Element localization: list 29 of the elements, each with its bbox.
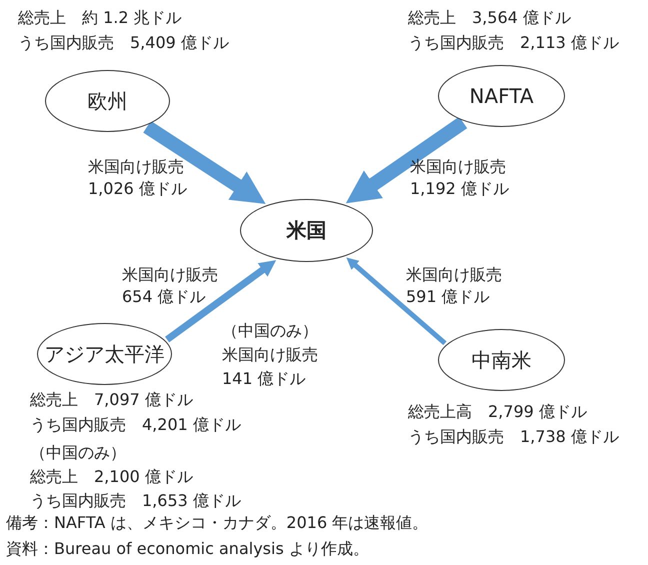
node-caption: うち国内販売 1,653 億ドル — [30, 490, 241, 512]
node-label: 米国 — [286, 217, 326, 244]
node-label: NAFTA — [469, 84, 534, 108]
node-caption: うち国内販売 4,201 億ドル — [30, 414, 241, 436]
node-caption: 総売上 7,097 億ドル — [30, 389, 193, 411]
node-caption: 総売上 3,564 億ドル — [408, 7, 571, 29]
node-caption: うち国内販売 1,738 億ドル — [408, 426, 619, 448]
node-caption: （中国のみ） — [30, 442, 126, 464]
arrow — [346, 116, 468, 204]
node-label: 中南米 — [472, 346, 532, 374]
edge-label: 米国向け販売 1,192 億ドル — [410, 156, 510, 200]
arrow — [165, 260, 276, 342]
text-label: 141 億ドル — [222, 368, 306, 390]
text-label: （中国のみ） — [222, 320, 318, 342]
node-caption: 総売上 2,100 億ドル — [30, 466, 193, 488]
note-text: 資料：Bureau of economic analysis より作成。 — [6, 538, 369, 560]
edge-label: 米国向け販売 591 億ドル — [406, 264, 503, 308]
text-label: 米国向け販売 — [222, 344, 318, 366]
node-label: アジア太平洋 — [44, 340, 164, 368]
note-text: 備考：NAFTA は、メキシコ・カナダ。2016 年は速報値。 — [6, 512, 428, 534]
node-caption: 総売上 約 1.2 兆ドル — [18, 7, 182, 29]
arrow — [143, 120, 266, 204]
arrow — [346, 258, 447, 346]
node-caption: 総売上高 2,799 億ドル — [408, 401, 587, 423]
node-label: 欧州 — [88, 88, 128, 114]
edge-label: 米国向け販売 654 億ドル — [122, 264, 219, 308]
node-caption: うち国内販売 5,409 億ドル — [18, 32, 229, 54]
node-caption: うち国内販売 2,113 億ドル — [408, 32, 619, 54]
edge-label: 米国向け販売 1,026 億ドル — [88, 156, 188, 200]
